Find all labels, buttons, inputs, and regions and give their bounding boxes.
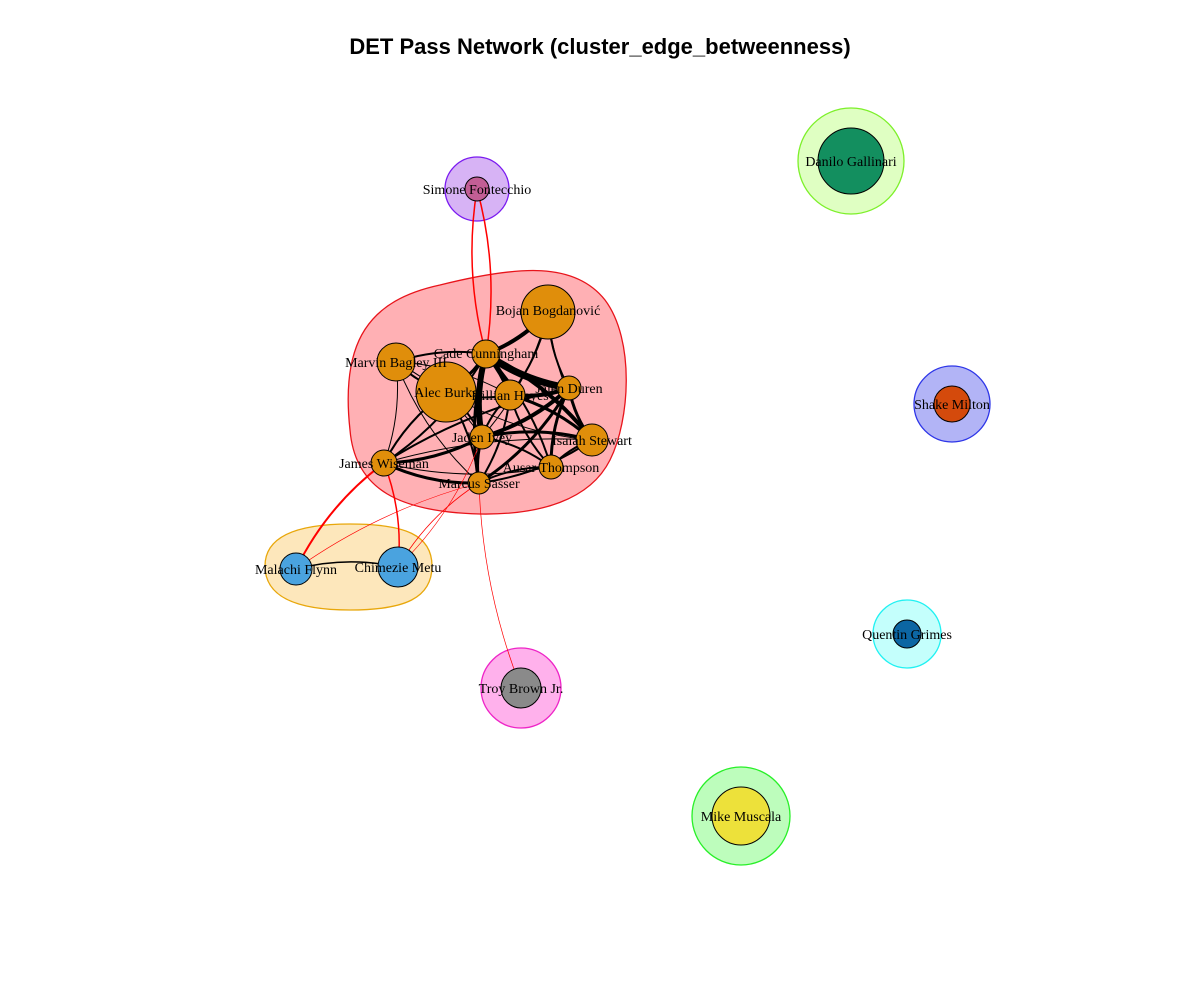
node-cunningham[interactable] [471,339,501,369]
node-milton[interactable] [933,385,971,423]
node-label-flynn: Malachi Flynn [255,563,337,578]
node-flynn[interactable] [279,552,313,586]
node-label-duren: Jalen Duren [535,382,602,397]
node-fontecchio[interactable] [464,176,490,202]
node-label-brown: Troy Brown Jr. [479,682,564,697]
node-label-metu: Chimezie Metu [355,561,442,576]
node-label-grimes: Quentin Grimes [862,628,952,643]
node-thompson[interactable] [538,454,564,480]
node-label-milton: Shake Milton [914,398,990,413]
node-brown[interactable] [500,667,542,709]
node-muscala[interactable] [711,786,771,846]
node-burks[interactable] [415,361,477,423]
node-bogdanovic[interactable] [520,284,576,340]
cluster-hull-c2 [264,523,433,611]
node-ivey[interactable] [469,424,495,450]
node-label-thompson: Ausar Thompson [503,461,600,476]
edge-sasser-flynn [295,482,480,570]
node-hayes[interactable] [494,379,526,411]
node-label-wiseman: James Wiseman [339,457,429,472]
node-wiseman[interactable] [370,449,398,477]
node-label-hayes: Killian Hayes [471,389,548,404]
node-sasser[interactable] [467,471,491,495]
node-label-bagley: Marvin Bagley III [345,356,447,371]
node-bagley[interactable] [376,342,416,382]
node-metu[interactable] [377,546,419,588]
node-label-stewart: Isaiah Stewart [552,434,632,449]
node-label-bogdanovic: Bojan Bogdanović [496,304,601,319]
node-label-burks: Alec Burks [414,386,477,401]
edge-fontecchio-cunningham [476,188,492,355]
node-label-ivey: Jaden Ivey [452,431,512,446]
node-duren[interactable] [556,375,582,401]
edge-duren-wiseman [383,387,570,464]
node-label-muscala: Mike Muscala [701,810,782,825]
diagram-title: DET Pass Network (cluster_edge_betweenne… [349,34,851,59]
edge-sasser-brown [478,482,522,689]
edge-duren-sasser [478,387,571,485]
edge-cunningham-thompson [485,353,552,468]
node-label-cunningham: Cade Cunningham [434,347,539,362]
node-stewart[interactable] [575,423,609,457]
node-gallinari[interactable] [817,127,885,195]
edge-cunningham-fontecchio [471,188,487,355]
node-label-sasser: Marcus Sasser [438,477,520,492]
node-grimes[interactable] [892,619,922,649]
node-label-fontecchio: Simone Fontecchio [423,183,532,198]
node-label-gallinari: Danilo Gallinari [805,155,896,170]
